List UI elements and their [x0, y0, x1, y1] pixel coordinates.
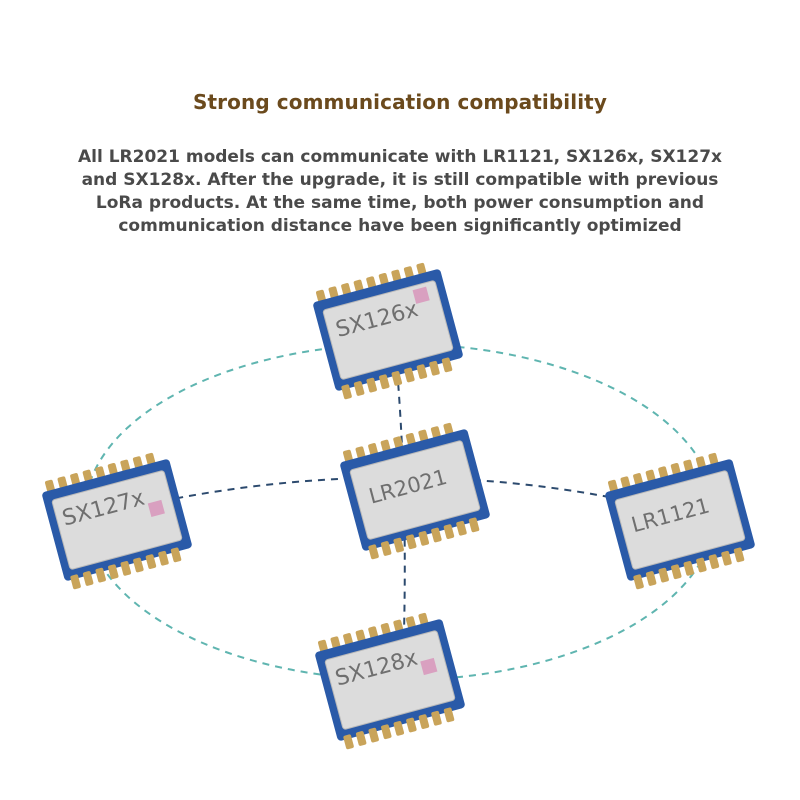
rf-shield — [322, 280, 454, 380]
pads-bottom — [70, 547, 182, 590]
antenna-pad — [420, 657, 438, 676]
rf-shield — [614, 470, 746, 570]
module-lr2021: LR2021 — [340, 422, 490, 560]
rf-shield — [349, 440, 481, 540]
module-sx127x: SX127x — [42, 452, 192, 590]
description-line: All LR2021 models can communicate with L… — [77, 147, 723, 167]
antenna-pad — [412, 286, 430, 304]
pads-bottom — [633, 547, 745, 590]
rf-shield — [51, 470, 183, 570]
pads-bottom — [343, 707, 455, 750]
module-sx128x: SX128x — [315, 612, 465, 750]
pads-bottom — [368, 517, 480, 560]
antenna-pad — [147, 499, 165, 517]
description-line: and SX128x. After the upgrade, it is sti… — [81, 170, 719, 190]
description-text: All LR2021 models can communicate with L… — [40, 146, 760, 238]
page-title: Strong communication compatibility — [193, 90, 607, 114]
description-line: communication distance have been signifi… — [118, 216, 682, 236]
description-line: LoRa products. At the same time, both po… — [95, 193, 705, 213]
module-lr1121: LR1121 — [605, 452, 755, 590]
pads-bottom — [341, 357, 453, 400]
rf-shield — [324, 630, 456, 730]
module-sx126x: SX126x — [313, 262, 463, 400]
